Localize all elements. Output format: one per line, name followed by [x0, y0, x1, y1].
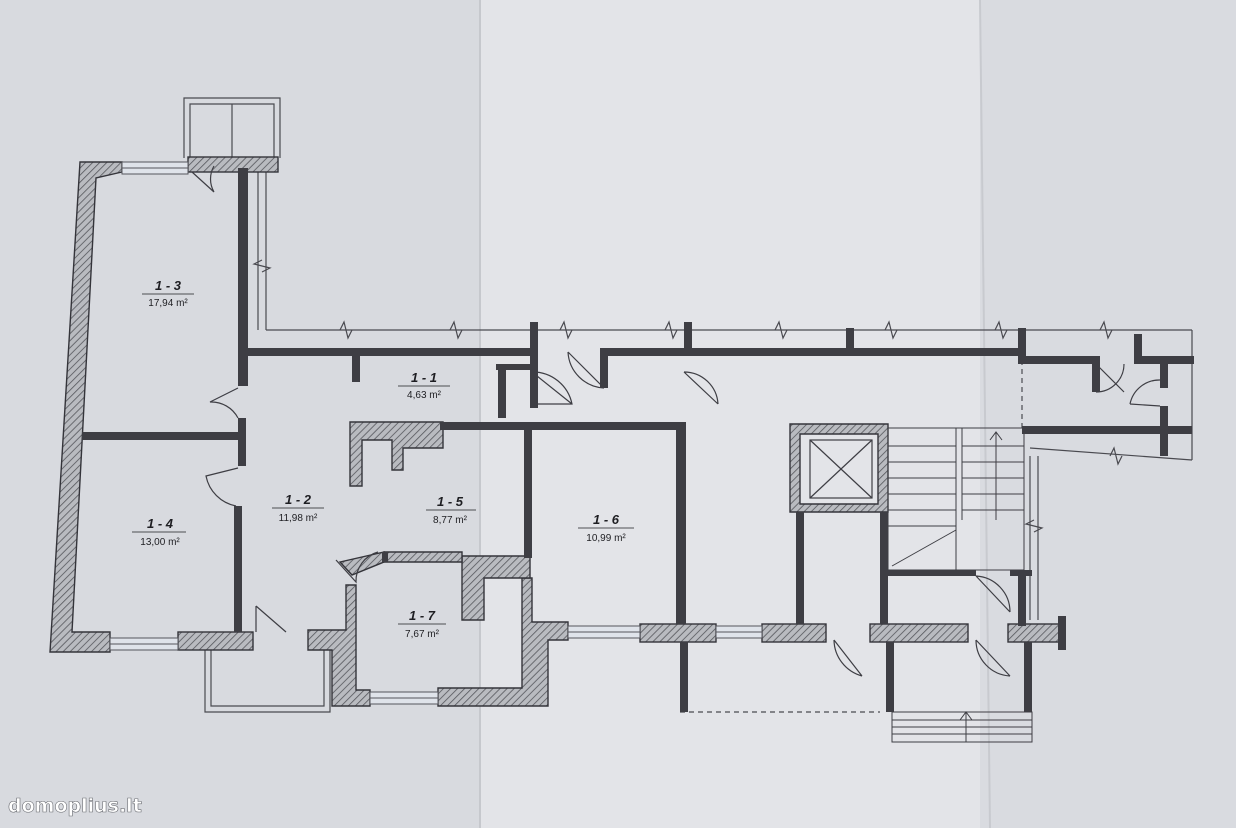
room-label-1-2: 1 - 2 11,98 m² [272, 492, 324, 524]
room-number: 1 - 1 [411, 370, 437, 385]
room-area: 17,94 m² [148, 298, 188, 309]
room-number: 1 - 6 [593, 512, 620, 527]
room-labels: 1 - 3 17,94 m² 1 - 1 4,63 m² 1 - 2 11,98… [132, 278, 634, 640]
inner-walls [82, 168, 1194, 712]
room-label-1-3: 1 - 3 17,94 m² [142, 278, 194, 309]
room-number: 1 - 4 [147, 516, 174, 531]
room-label-1-7: 1 - 7 7,67 m² [398, 608, 446, 640]
room-area: 4,63 m² [407, 390, 442, 401]
room-label-1-6: 1 - 6 10,99 m² [578, 512, 634, 544]
room-number: 1 - 7 [409, 608, 436, 623]
room-number: 1 - 3 [155, 278, 182, 293]
room-area: 11,98 m² [279, 513, 318, 524]
elevator-icon [809, 439, 873, 499]
room-label-1-5: 1 - 5 8,77 m² [426, 494, 476, 526]
room-area: 13,00 m² [140, 537, 180, 548]
room-label-1-4: 1 - 4 13,00 m² [132, 516, 186, 548]
room-area: 10,99 m² [586, 533, 626, 544]
windows [109, 161, 763, 705]
room-number: 1 - 5 [437, 494, 464, 509]
break-marks [252, 259, 1123, 533]
staircase [887, 427, 1033, 743]
room-label-1-1: 1 - 1 4,63 m² [398, 370, 450, 401]
room-area: 8,77 m² [433, 515, 468, 526]
door-swings [191, 165, 1161, 677]
room-number: 1 - 2 [285, 492, 312, 507]
room-area: 7,67 m² [405, 629, 440, 640]
watermark-logo: domoplius.lt [8, 795, 142, 817]
